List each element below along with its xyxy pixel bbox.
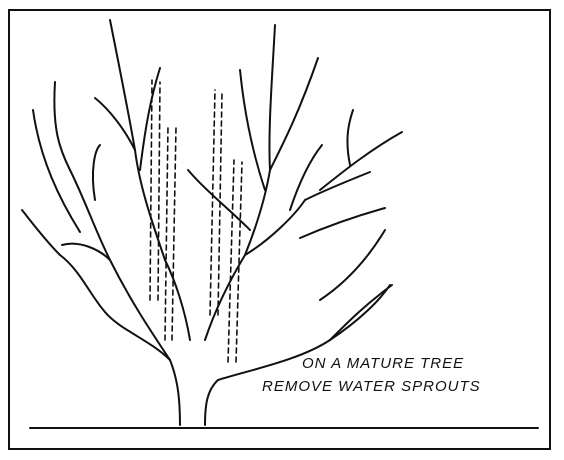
caption-line-2: REMOVE WATER SPROUTS [262,378,481,395]
water-sprouts [150,80,242,362]
scaffold-branches [22,20,402,360]
caption-line-1: ON A MATURE TREE [302,355,464,372]
